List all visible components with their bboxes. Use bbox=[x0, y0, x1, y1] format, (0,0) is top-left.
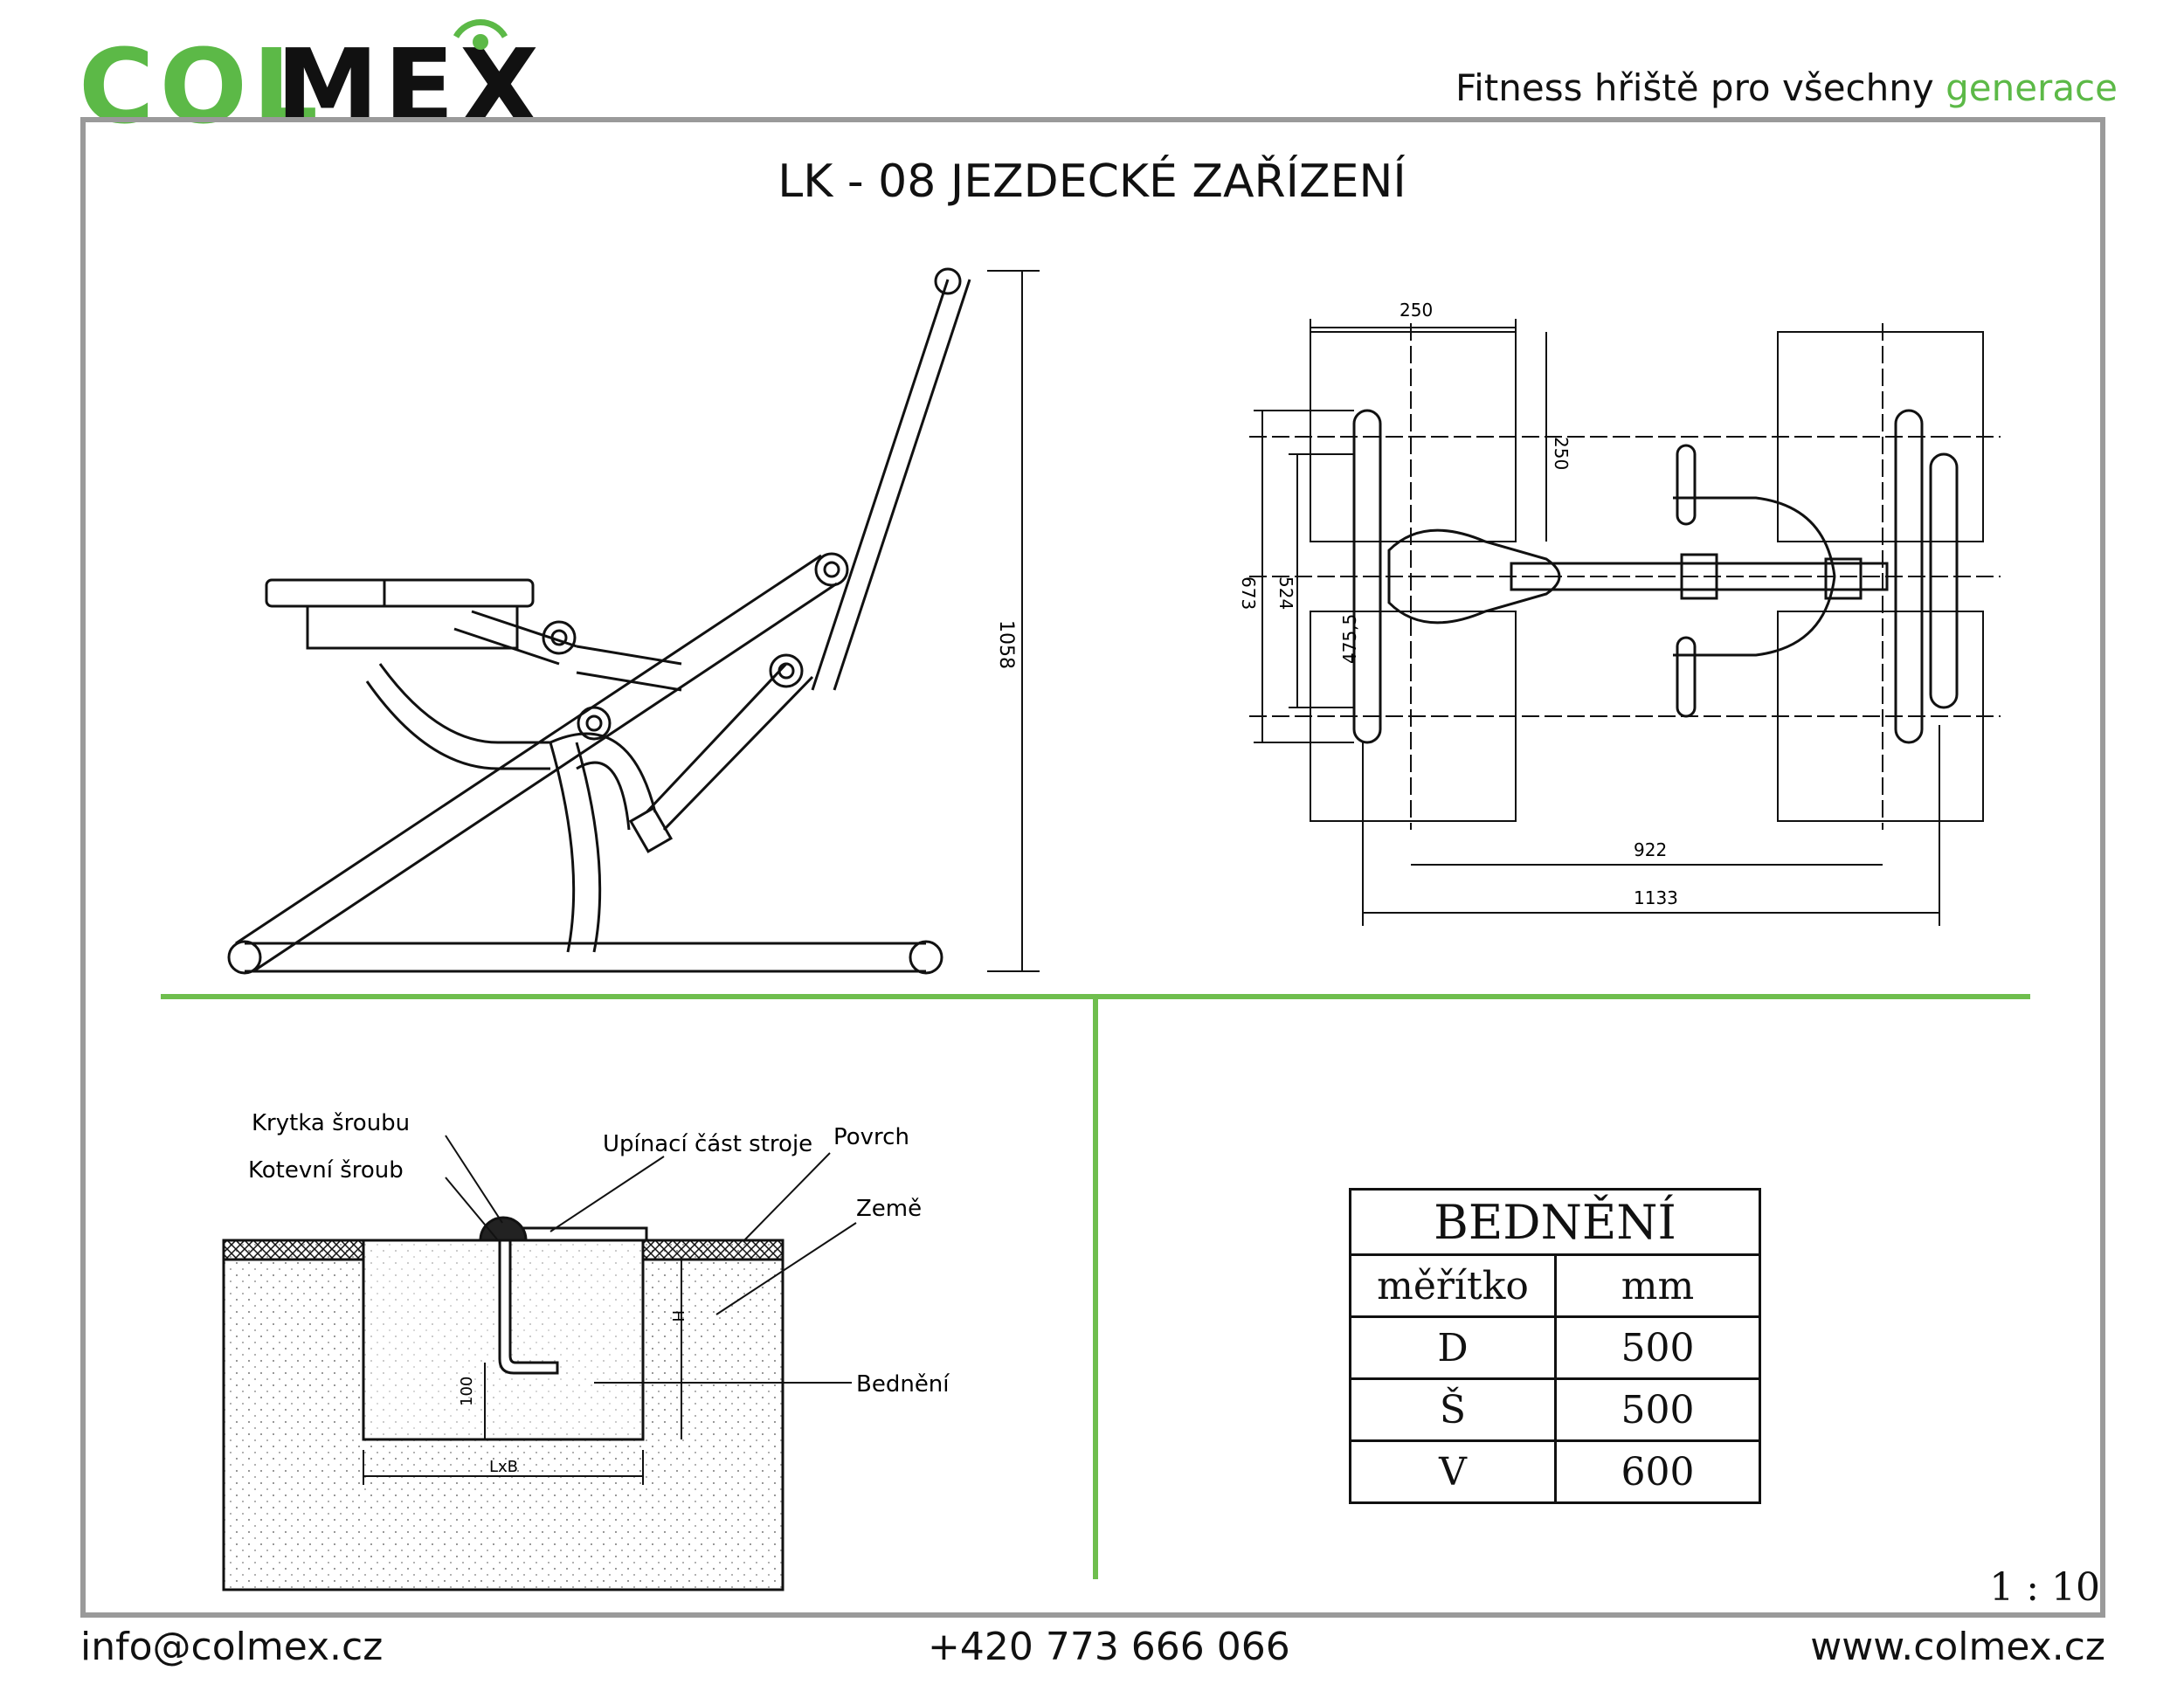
dim-inner-width: 524 bbox=[1275, 576, 1296, 610]
dim-lower: 475,5 bbox=[1339, 614, 1360, 664]
dim-total-width: 673 bbox=[1238, 576, 1259, 610]
side-view-drawing: 1058 bbox=[227, 267, 1040, 975]
table-header-row: měřítko mm bbox=[1349, 1253, 1761, 1318]
dim-total-length: 1133 bbox=[1634, 887, 1678, 908]
dim-top-width: 250 bbox=[1400, 300, 1433, 321]
height-dimension-label: 1058 bbox=[995, 620, 1017, 669]
table-row: D 500 bbox=[1349, 1315, 1761, 1380]
table-title-row: BEDNĚNÍ bbox=[1349, 1188, 1761, 1256]
label-anchor: Kotevní šroub bbox=[248, 1157, 404, 1184]
table-title: BEDNĚNÍ bbox=[1349, 1188, 1761, 1256]
table-header-left: měřítko bbox=[1349, 1253, 1557, 1318]
scale-label: 1 : 10 bbox=[1989, 1565, 2100, 1610]
dim-inner-length: 922 bbox=[1634, 839, 1667, 860]
dim-height: H bbox=[668, 1310, 687, 1322]
dim-depth: 100 bbox=[458, 1377, 476, 1406]
row-label: V bbox=[1349, 1439, 1557, 1504]
label-cover: Krytka šroubu bbox=[252, 1110, 410, 1136]
row-value: 600 bbox=[1554, 1439, 1761, 1504]
label-surface: Povrch bbox=[833, 1124, 909, 1150]
dim-upper-height: 250 bbox=[1551, 437, 1572, 470]
row-value: 500 bbox=[1554, 1377, 1761, 1442]
footer-email[interactable]: info@colmex.cz bbox=[80, 1625, 384, 1669]
footer-phone[interactable]: +420 773 666 066 bbox=[928, 1625, 1290, 1669]
label-clamp: Upínací část stroje bbox=[603, 1131, 812, 1157]
formwork-table: BEDNĚNÍ měřítko mm D 500 Š 500 V 600 bbox=[1349, 1188, 1761, 1504]
top-view-drawing: 250 250 673 524 475,5 922 1133 bbox=[1238, 300, 2001, 926]
tagline: Fitness hřiště pro všechny generace bbox=[1455, 66, 2118, 109]
row-label: D bbox=[1349, 1315, 1557, 1380]
tagline-accent: generace bbox=[1946, 66, 2118, 109]
row-label: Š bbox=[1349, 1377, 1557, 1442]
label-formwork: Bednění bbox=[856, 1371, 950, 1398]
table-header-right: mm bbox=[1554, 1253, 1761, 1318]
page-title: LK - 08 JEZDECKÉ ZAŘÍZENÍ bbox=[778, 155, 1406, 208]
wifi-icon bbox=[453, 19, 508, 50]
table-row: V 600 bbox=[1349, 1439, 1761, 1504]
vertical-divider bbox=[1093, 994, 1098, 1579]
foundation-section-drawing: Krytka šroubu Kotevní šroub Upínací část… bbox=[222, 1110, 950, 1591]
table-row: Š 500 bbox=[1349, 1377, 1761, 1442]
row-value: 500 bbox=[1554, 1315, 1761, 1380]
colmex-logo: COL MEX bbox=[79, 0, 539, 138]
drawing-frame bbox=[80, 117, 2105, 1618]
footer-website[interactable]: www.colmex.cz bbox=[1810, 1625, 2105, 1669]
label-soil: Země bbox=[856, 1196, 922, 1222]
dim-size: LxB bbox=[489, 1458, 518, 1476]
